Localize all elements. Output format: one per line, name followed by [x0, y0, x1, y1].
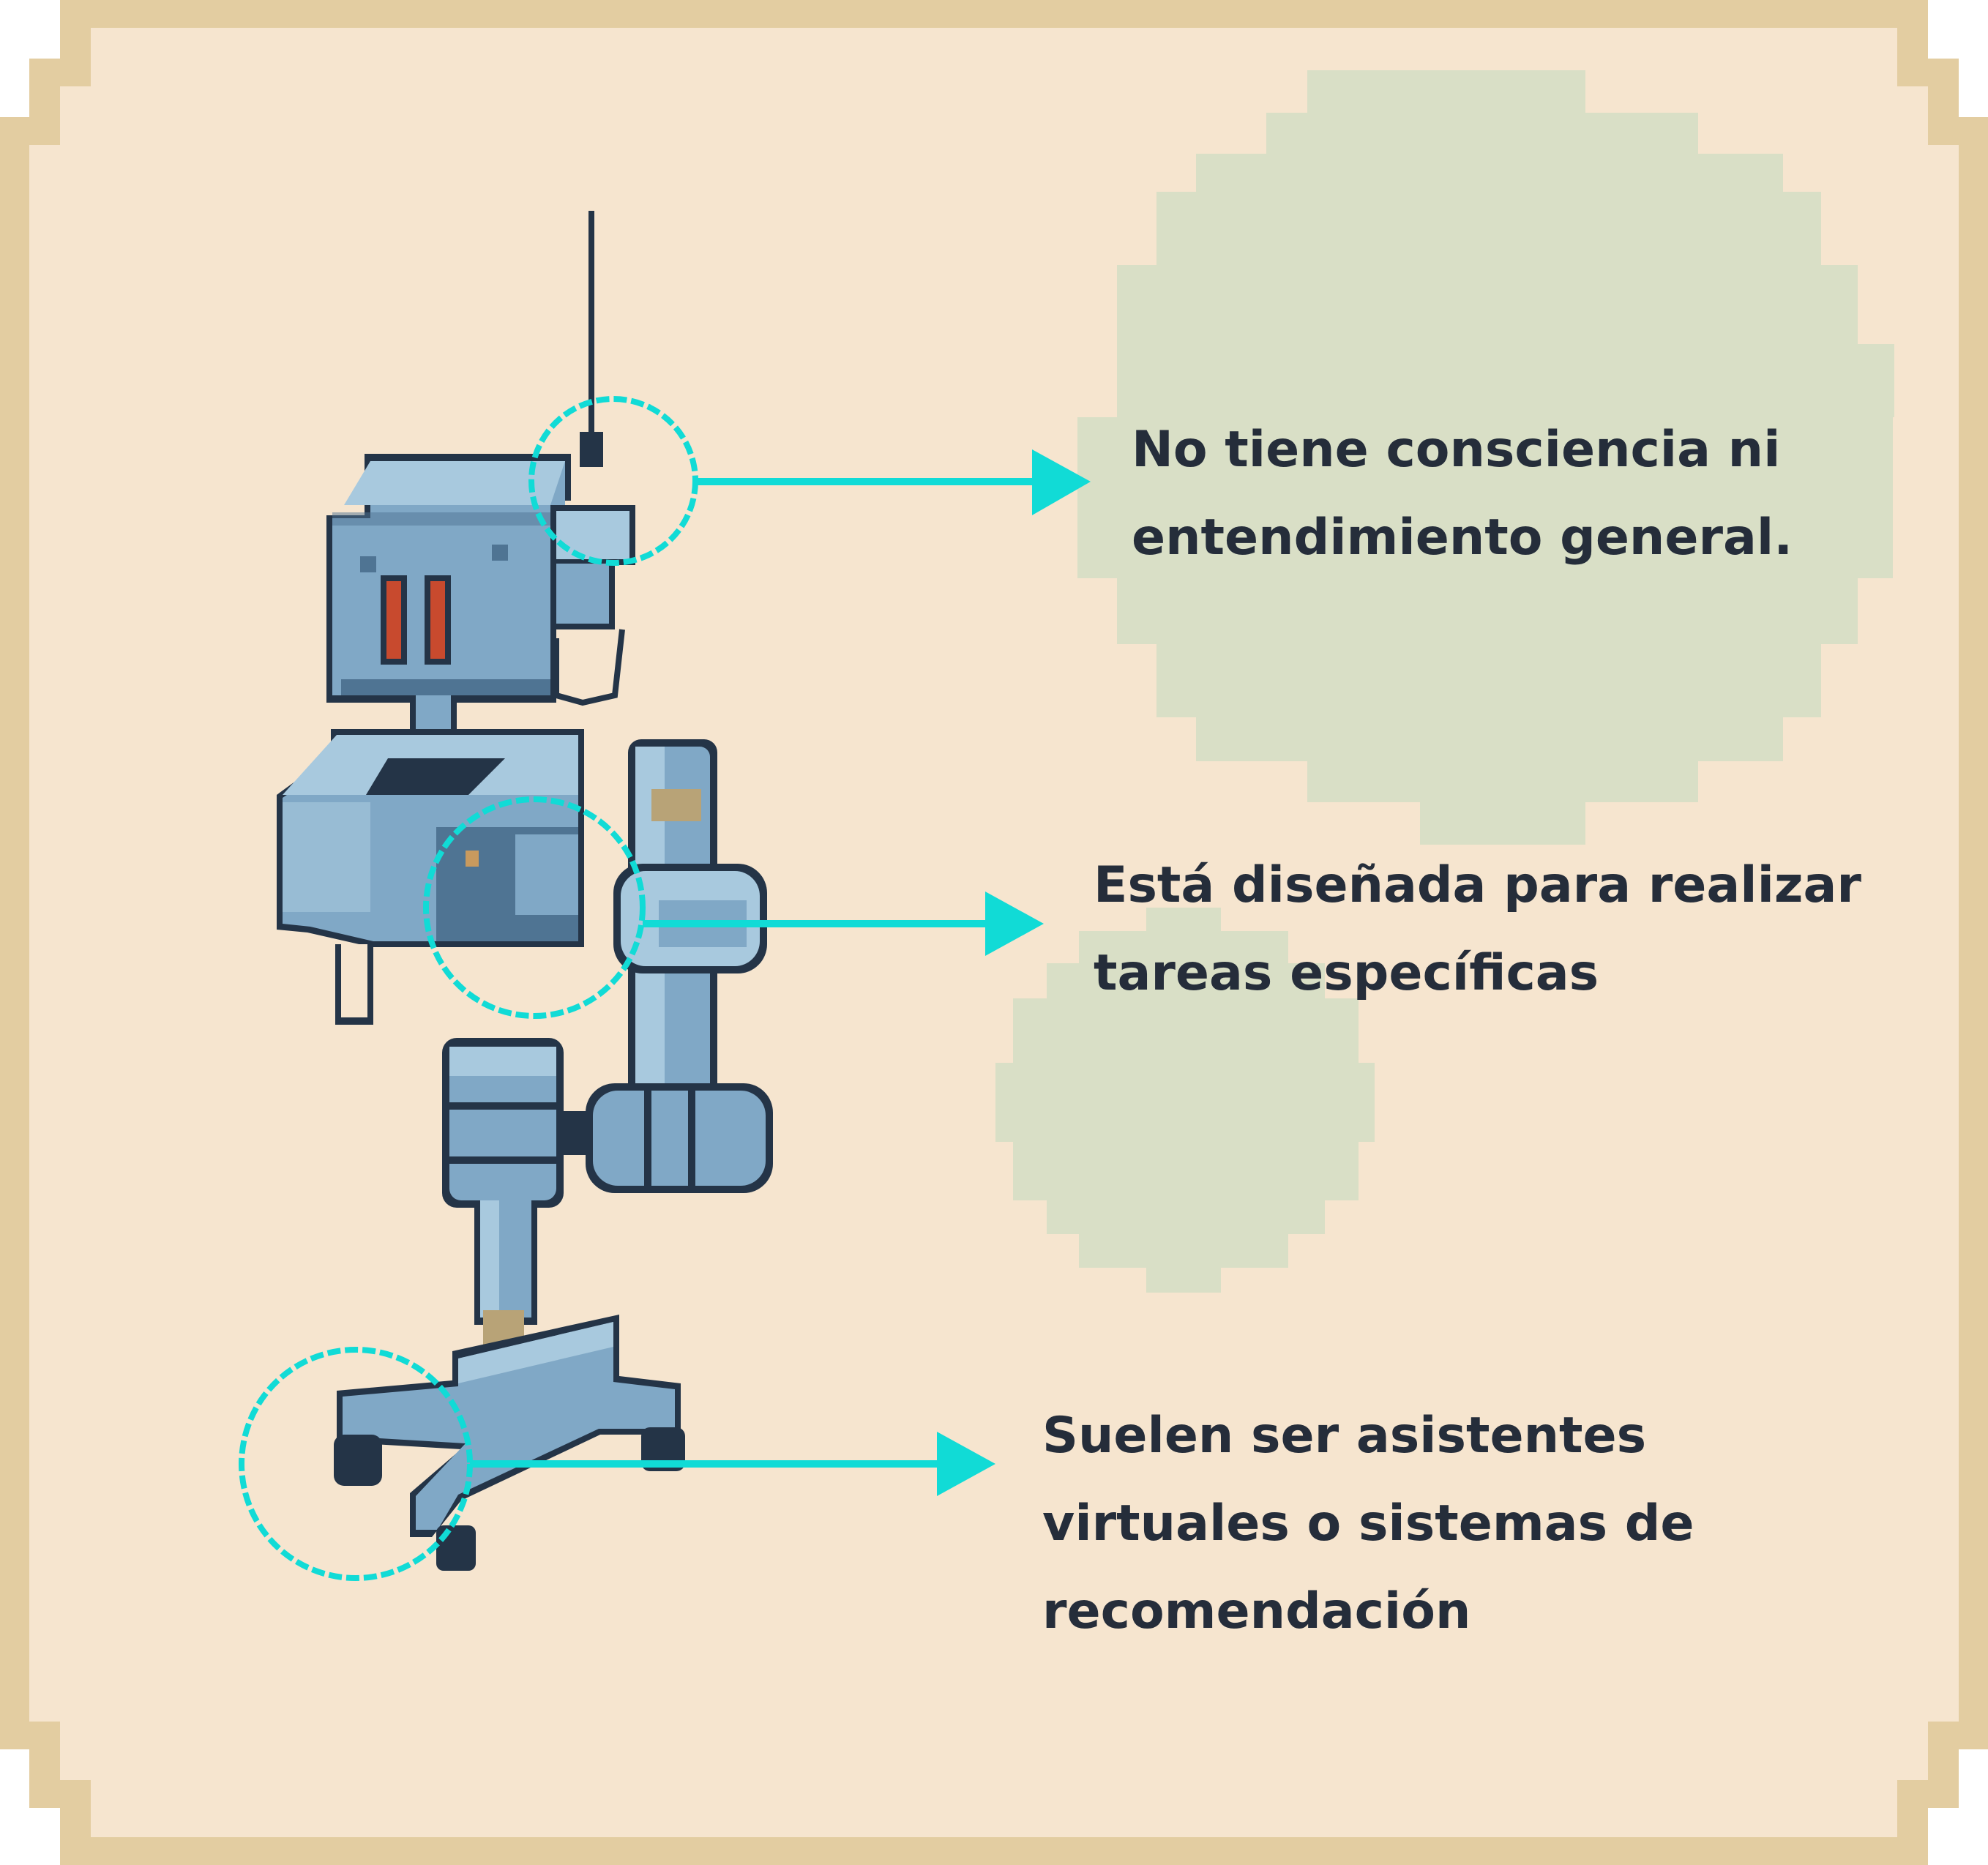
- callout-circle-body: [423, 796, 646, 1019]
- callout-text-assistants: Suelen ser asistentes virtuales o sistem…: [1042, 1392, 1694, 1656]
- robot-antenna-tip: [580, 432, 603, 467]
- robot-torso-tube: [442, 1038, 593, 1351]
- robot-antenna: [588, 211, 594, 452]
- callout-arrowheads: [937, 449, 1091, 1496]
- robot-illustration: [277, 211, 773, 1571]
- arrowhead-body: [985, 892, 1044, 956]
- callout-line: Está diseñada para realizar: [1094, 856, 1861, 914]
- callout-line: tareas específicas: [1094, 944, 1599, 1002]
- pixel-blob-large: [1077, 70, 1894, 845]
- robot-body: [277, 729, 584, 1025]
- arrowhead-antenna: [1032, 449, 1091, 515]
- robot-base: [334, 1315, 685, 1571]
- callout-text-specific-tasks: Está diseñada para realizar tareas espec…: [1094, 842, 1861, 1017]
- arrowhead-base: [937, 1432, 995, 1496]
- pixel-blob-small: [995, 908, 1375, 1293]
- robot-head: [326, 454, 635, 706]
- callout-line: virtuales o sistemas de: [1042, 1495, 1694, 1552]
- callout-line: recomendación: [1042, 1582, 1471, 1640]
- callout-text-consciousness: No tiene consciencia ni entendimiento ge…: [1132, 406, 1793, 582]
- callout-line: Suelen ser asistentes: [1042, 1407, 1647, 1465]
- callout-line: No tiene consciencia ni: [1132, 421, 1781, 479]
- callout-pointers: [239, 396, 1039, 1581]
- robot-arm: [586, 739, 773, 1193]
- callout-line: entendimiento general.: [1132, 509, 1793, 567]
